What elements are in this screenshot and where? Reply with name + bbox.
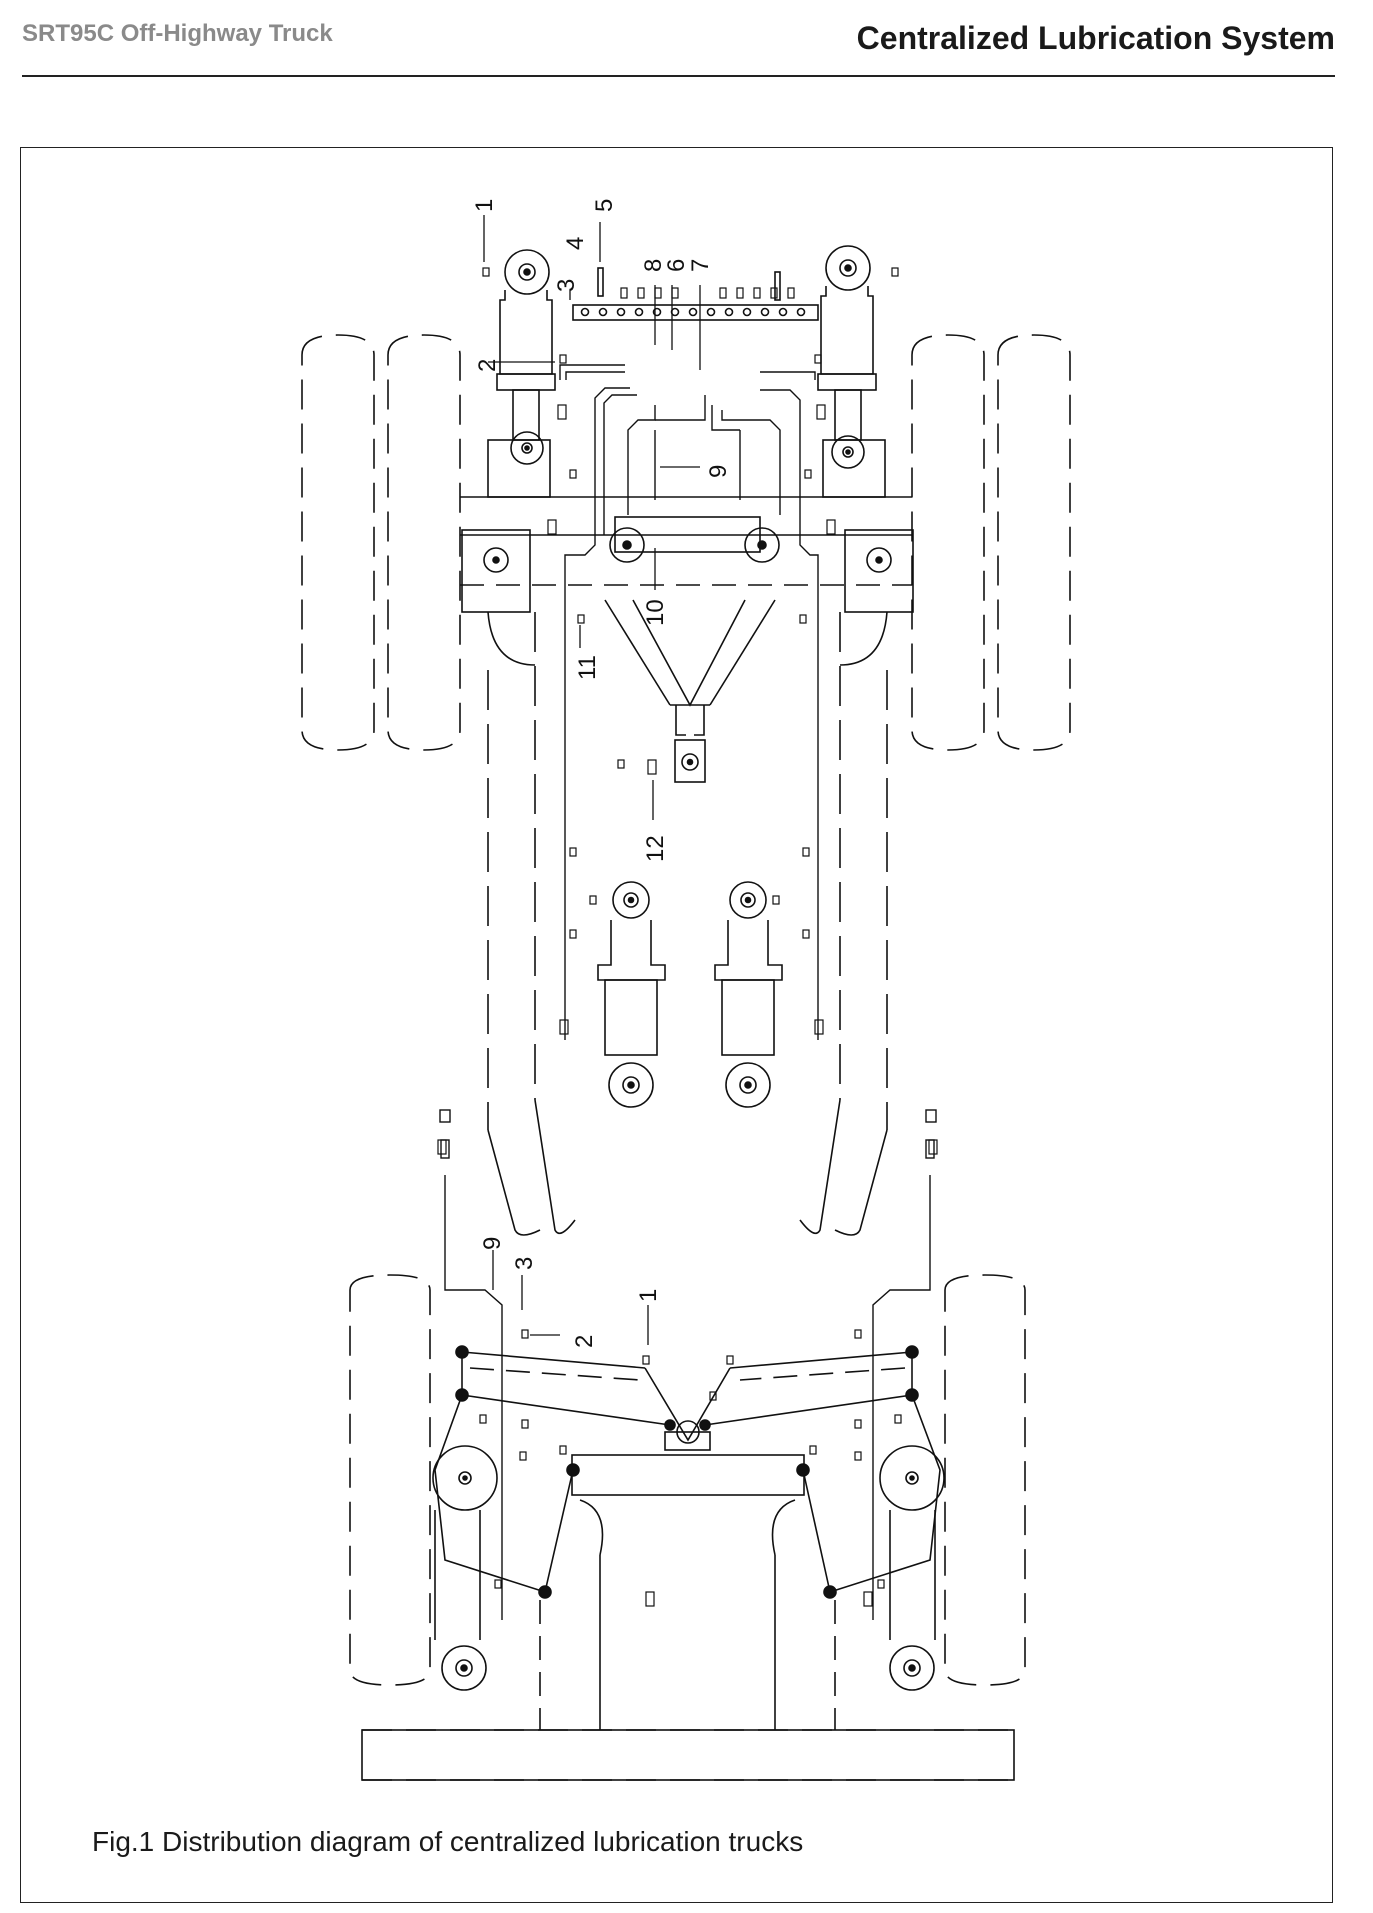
rear-linkage [432, 1345, 945, 1691]
rear-body [361, 1499, 1015, 1781]
callout-10: 10 [642, 599, 669, 626]
callout-2-rear: 2 [571, 1335, 598, 1348]
mid-left-strut [597, 881, 666, 1108]
front-left-tires [301, 334, 461, 751]
document-title: SRT95C Off-Highway Truck [22, 20, 333, 47]
rear-left-tire [349, 1274, 431, 1686]
rear-right-tire [944, 1274, 1026, 1686]
callout-7-top: 7 [687, 259, 714, 272]
callout-9-rear: 9 [479, 1237, 506, 1250]
callout-12: 12 [642, 835, 669, 862]
grease-fittings [437, 267, 938, 1607]
callout-leaders [483, 215, 701, 1345]
callout-1-top: 1 [471, 199, 498, 212]
a-frame [604, 599, 776, 783]
callout-9-mid: 9 [705, 465, 732, 478]
distributor-block [572, 267, 819, 321]
callout-3-top: 3 [553, 279, 580, 292]
mid-right-strut [714, 881, 783, 1108]
main-frame [487, 612, 888, 1130]
section-title: Centralized Lubrication System [856, 20, 1335, 56]
figure-caption: Fig.1 Distribution diagram of centralize… [92, 1826, 804, 1857]
header-divider [22, 75, 1335, 77]
front-hoses [559, 364, 819, 1040]
callout-3-rear: 3 [511, 1257, 538, 1270]
rear-hoses [439, 1109, 937, 1620]
frame-curves [487, 611, 888, 1236]
callout-2-top: 2 [474, 359, 501, 372]
callout-8-top: 8 [640, 259, 667, 272]
callout-4-top: 4 [562, 237, 589, 250]
front-crossmember [460, 439, 914, 613]
front-left-strut [496, 249, 556, 465]
figure-frame [20, 147, 1333, 1903]
callout-5-top: 5 [591, 199, 618, 212]
callout-6-top: 6 [663, 259, 690, 272]
callout-11: 11 [574, 655, 601, 680]
callout-1-rear: 1 [635, 1289, 662, 1302]
front-right-tires [911, 334, 1071, 751]
front-right-strut [817, 245, 877, 469]
